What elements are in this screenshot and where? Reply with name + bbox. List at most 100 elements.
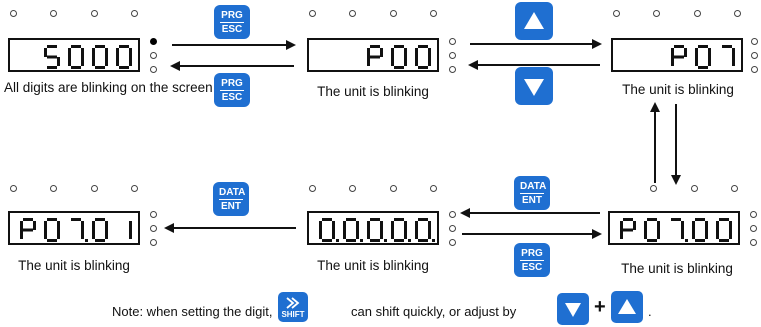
- plus-sign: +: [594, 296, 606, 319]
- segment: [47, 66, 57, 69]
- down-key[interactable]: [557, 293, 589, 325]
- segment: [119, 45, 129, 48]
- segment: [346, 239, 356, 242]
- caption-text: All digits are blinking on the screen: [4, 80, 213, 95]
- segment: [692, 221, 695, 230]
- down-key[interactable]: [515, 67, 553, 105]
- segment: [620, 221, 623, 230]
- segment: [129, 230, 132, 239]
- indicator-led: [691, 185, 698, 192]
- led-screen: [307, 38, 439, 72]
- segment: [647, 218, 657, 221]
- key-label-bottom: ESC: [521, 262, 543, 273]
- decimal-point: [432, 239, 435, 242]
- segment: [322, 239, 332, 242]
- caption-panel-6: The unit is blinking: [611, 261, 743, 277]
- up-triangle-icon: [618, 299, 636, 314]
- prg-esc-key[interactable]: PRG ESC: [214, 73, 250, 107]
- segment: [732, 57, 735, 66]
- up-key[interactable]: [515, 2, 553, 40]
- indicator-led: [50, 10, 57, 17]
- segment: [370, 55, 380, 59]
- segment: [647, 239, 657, 242]
- led-screen: [611, 38, 743, 72]
- segment: [623, 228, 633, 232]
- segment: [380, 230, 383, 239]
- segment: [71, 218, 81, 221]
- unit-led-a: [449, 52, 456, 59]
- key-label-top: PRG: [220, 10, 244, 23]
- led-screen: [8, 38, 140, 72]
- decimal-point: [408, 239, 411, 242]
- seven-seg-display: [44, 45, 132, 69]
- prg-esc-key[interactable]: PRG ESC: [214, 5, 250, 39]
- segment: [404, 57, 407, 66]
- segment: [671, 48, 674, 57]
- unit-led-a: [150, 225, 157, 232]
- indicator-led: [650, 185, 657, 192]
- caption-text: The unit is blinking: [18, 258, 130, 273]
- segment: [428, 57, 431, 66]
- segment: [20, 230, 23, 239]
- decimal-point: [85, 239, 88, 242]
- segment: [428, 48, 431, 57]
- segment: [657, 221, 660, 230]
- segment: [57, 230, 60, 239]
- segment: [729, 221, 732, 230]
- note-text-middle: can shift quickly, or adjust by: [351, 304, 516, 319]
- display-panel-3: [611, 8, 761, 78]
- data-ent-key[interactable]: DATA ENT: [514, 176, 550, 210]
- segment: [47, 239, 57, 242]
- unit-led-hz: [150, 38, 157, 45]
- segment: [644, 221, 647, 230]
- unit-led-v: [750, 239, 757, 246]
- segment: [391, 230, 394, 239]
- segment: [394, 66, 404, 69]
- segment: [47, 55, 57, 59]
- unit-led-a: [449, 225, 456, 232]
- unit-led-a: [751, 52, 758, 59]
- segment: [415, 48, 418, 57]
- segment: [716, 221, 719, 230]
- indicator-led: [430, 185, 437, 192]
- segment: [367, 230, 370, 239]
- segment: [57, 221, 60, 230]
- indicator-led: [734, 10, 741, 17]
- note-text-prefix: Note: when setting the digit,: [112, 304, 272, 319]
- indicator-led: [653, 10, 660, 17]
- key-label-bottom: ENT: [522, 195, 542, 206]
- unit-led-hz: [150, 211, 157, 218]
- up-key[interactable]: [611, 291, 643, 323]
- segment: [95, 239, 105, 242]
- segment: [657, 230, 660, 239]
- indicator-led: [131, 185, 138, 192]
- segment: [681, 221, 684, 230]
- segment: [81, 57, 84, 66]
- segment: [322, 218, 332, 221]
- data-ent-key[interactable]: DATA ENT: [213, 182, 249, 216]
- segment: [391, 221, 394, 230]
- segment: [367, 48, 370, 57]
- display-panel-6: [608, 183, 761, 253]
- shift-key[interactable]: SHIFT: [278, 292, 308, 322]
- segment: [674, 45, 684, 48]
- segment: [370, 239, 380, 242]
- segment: [71, 45, 81, 48]
- segment: [81, 221, 84, 230]
- segment: [418, 218, 428, 221]
- segment: [68, 48, 71, 57]
- segment: [404, 230, 407, 239]
- segment: [695, 57, 698, 66]
- segment: [705, 230, 708, 239]
- segment: [92, 221, 95, 230]
- segment: [116, 48, 119, 57]
- note-prefix: Note: when setting the digit,: [112, 304, 273, 319]
- segment: [633, 221, 636, 230]
- segment: [105, 221, 108, 230]
- segment: [418, 66, 428, 69]
- indicator-led: [613, 10, 620, 17]
- prg-esc-key[interactable]: PRG ESC: [514, 243, 550, 277]
- segment: [356, 230, 359, 239]
- segment: [81, 230, 84, 239]
